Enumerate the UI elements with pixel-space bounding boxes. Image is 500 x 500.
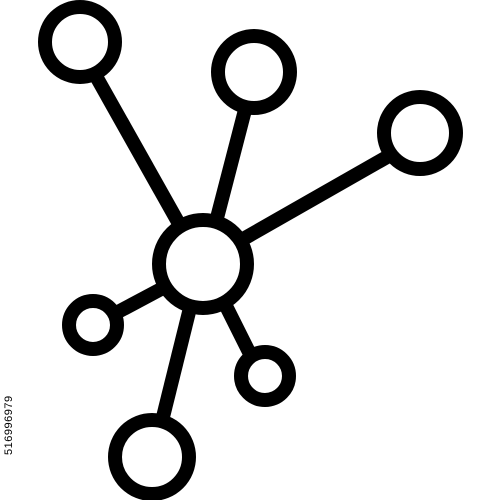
node-top [211, 29, 297, 115]
connector-line-right [241, 150, 391, 245]
stock-id-watermark: 516996979 [3, 395, 15, 455]
node-top-left [38, 0, 122, 84]
connector-line-left [112, 281, 167, 320]
node-bottom [108, 413, 196, 500]
node-bottom-right [234, 345, 296, 407]
node-left [62, 294, 124, 356]
connector-line-top-left [90, 74, 185, 226]
connector-line-top [210, 108, 252, 220]
connector-line-bottom-right [219, 302, 256, 356]
node-right [377, 90, 463, 176]
connector-line-bottom [155, 310, 196, 423]
node-center [152, 213, 254, 315]
